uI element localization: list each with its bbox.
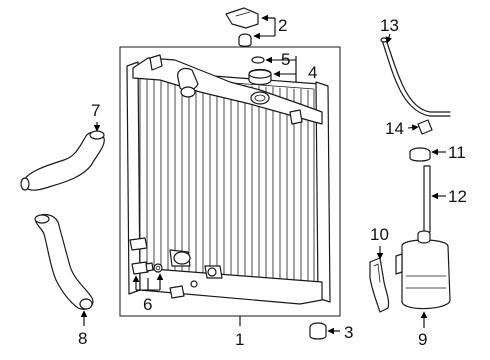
lower-mount-cushion[interactable]	[309, 322, 327, 340]
callout-12: 12	[448, 187, 467, 206]
callout-2: 2	[278, 16, 287, 35]
radiator-cap[interactable]	[248, 56, 272, 86]
callout-8: 8	[78, 329, 87, 348]
callout-9: 9	[418, 330, 427, 349]
callout-7: 7	[91, 101, 100, 120]
callout-14: 14	[385, 119, 404, 138]
reserve-tank-cap[interactable]	[409, 147, 431, 162]
lower-radiator-hose[interactable]	[34, 213, 94, 310]
upper-radiator-hose[interactable]	[20, 130, 105, 191]
callout-13: 13	[380, 16, 399, 35]
callout-10: 10	[370, 225, 389, 244]
callout-6: 6	[143, 295, 152, 314]
callout-3: 3	[344, 323, 353, 342]
callout-5: 5	[281, 50, 290, 69]
callout-11: 11	[448, 143, 466, 162]
reserve-tank-tube[interactable]	[423, 165, 431, 233]
upper-mount-bracket[interactable]	[225, 7, 259, 47]
radiator-assembly-frame	[119, 46, 341, 317]
callout-4: 4	[308, 63, 317, 82]
drain-plug[interactable]	[131, 261, 198, 299]
reserve-tank-bracket[interactable]	[369, 257, 390, 313]
hose-clip[interactable]	[417, 119, 433, 135]
radiator-core[interactable]	[126, 54, 331, 305]
reserve-tank[interactable]	[395, 230, 451, 310]
callout-1: 1	[235, 330, 244, 349]
callouts: 1 2 3 4 5 6 7 8 9 10 11 12 13 14	[78, 16, 467, 349]
overflow-hose[interactable]	[380, 37, 451, 117]
leader-lines	[80, 14, 446, 335]
